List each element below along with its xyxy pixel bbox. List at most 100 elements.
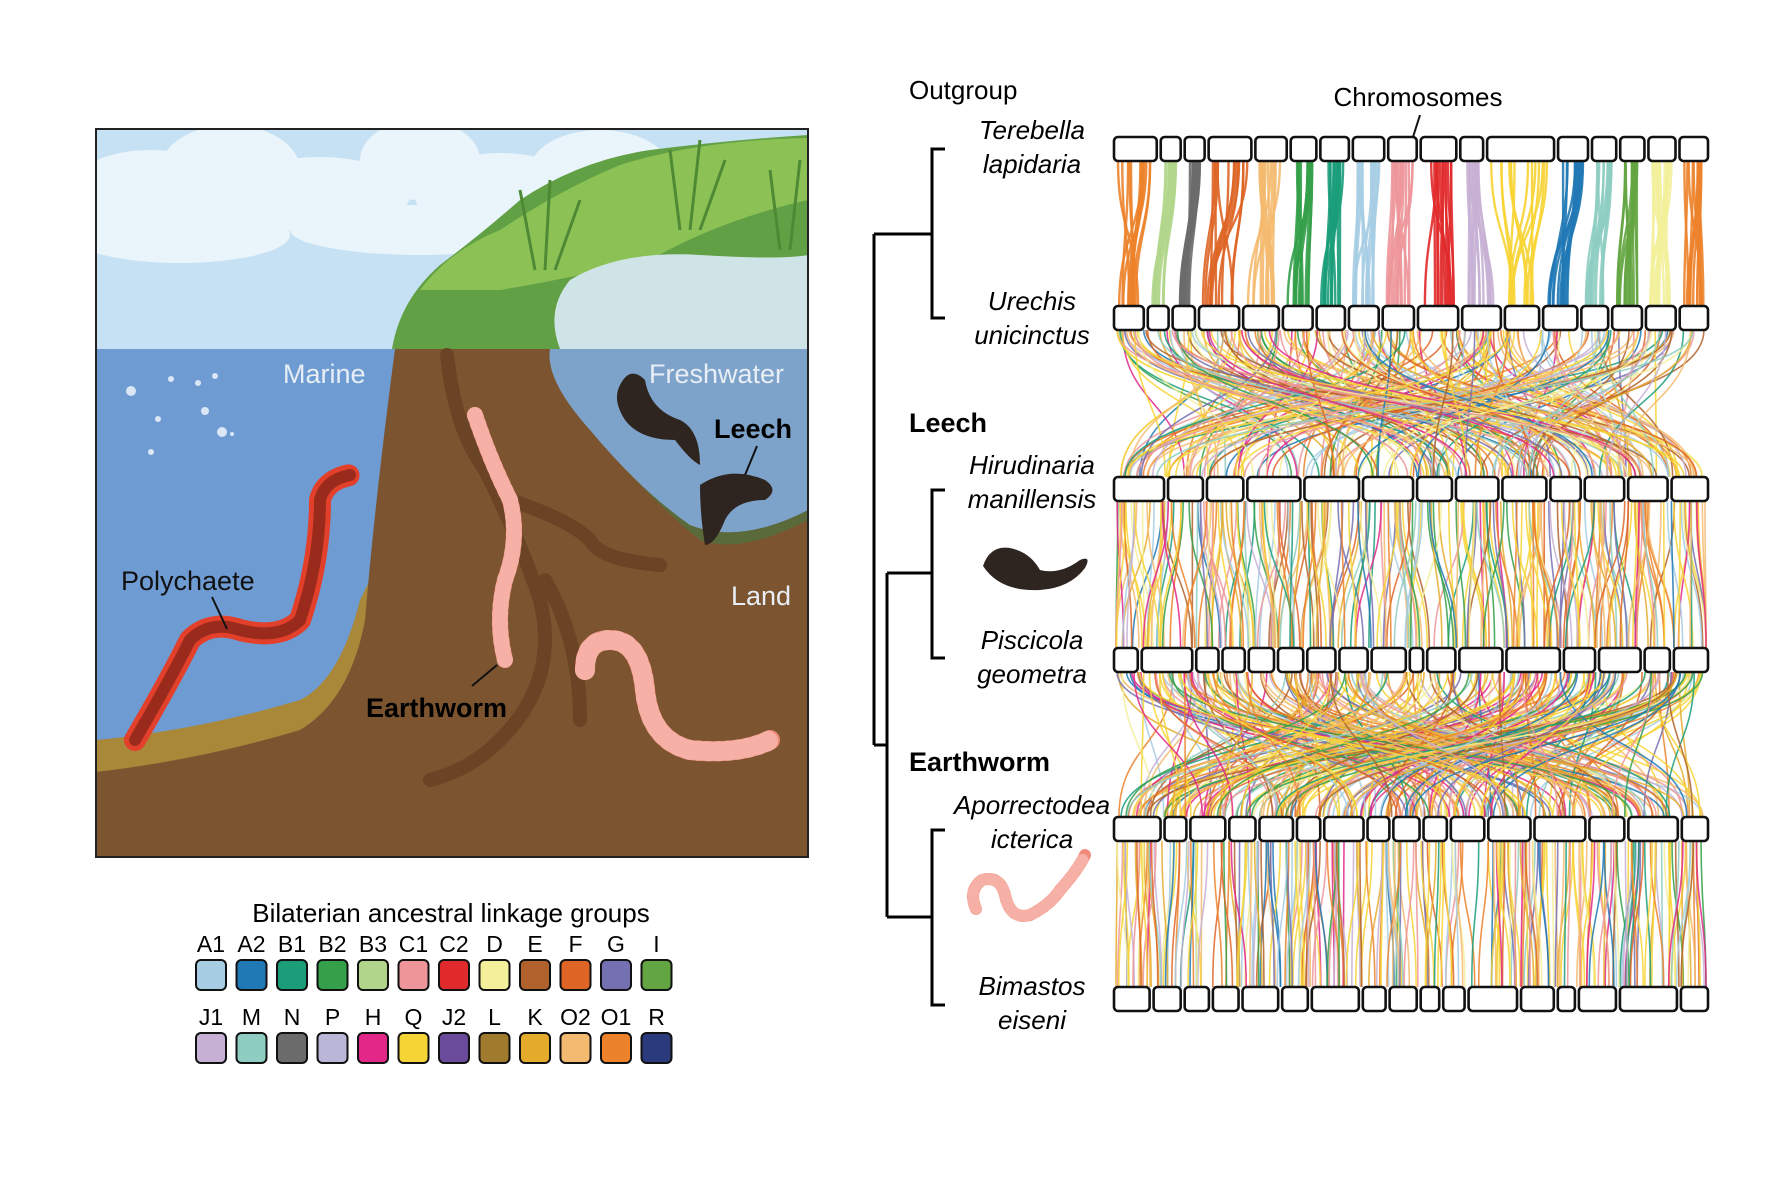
legend-key-k: K [527, 1004, 543, 1030]
synteny-link [1655, 160, 1670, 307]
legend-swatch-f [559, 959, 592, 991]
synteny-link [1643, 840, 1652, 988]
chromosome-box [1454, 475, 1500, 503]
synteny-link [1138, 329, 1254, 478]
synteny-link [1360, 671, 1506, 818]
chromosome-box [1163, 815, 1188, 843]
chromosome-box [1670, 475, 1710, 503]
synteny-link [1340, 500, 1371, 649]
synteny-link [1528, 840, 1531, 988]
legend-swatch-a2 [235, 959, 268, 991]
synteny-link [1449, 671, 1616, 818]
clade-label-earthworm: Earthworm [909, 747, 1050, 777]
synteny-link [1341, 329, 1581, 478]
ribbons-terebella-to-urechis [1116, 160, 1705, 307]
synteny-link [1207, 671, 1359, 818]
synteny-link [1157, 329, 1528, 478]
chromosome-box [1319, 135, 1351, 163]
synteny-link [1377, 329, 1392, 478]
label-land: Land [731, 581, 791, 611]
grass-hill-light [420, 138, 808, 290]
synteny-link [1295, 671, 1502, 818]
synteny-link [1559, 671, 1688, 818]
synteny-link [1355, 500, 1383, 649]
synteny-link [1216, 671, 1470, 818]
synteny-link [1588, 840, 1605, 988]
synteny-link [1294, 160, 1309, 307]
synteny-link [1146, 329, 1634, 478]
synteny-link [1186, 840, 1202, 988]
species-genus-bimastos: Bimastos [979, 971, 1086, 1001]
synteny-link [1197, 840, 1209, 988]
synteny-link [1349, 500, 1371, 649]
chromosome-box [1486, 815, 1532, 843]
synteny-link [1444, 329, 1468, 478]
legend-key-j2: J2 [442, 1004, 466, 1030]
legend-swatch-r [640, 1032, 673, 1064]
chromosome-box [1627, 815, 1680, 843]
chromosome-row-aporrectodea [1112, 815, 1710, 843]
synteny-link [1285, 840, 1299, 988]
synteny-link [1403, 840, 1415, 988]
synteny-link [1543, 329, 1560, 478]
synteny-link [1404, 671, 1602, 818]
chromosome-box [1112, 304, 1146, 332]
synteny-link [1528, 500, 1534, 649]
synteny-link [1559, 160, 1584, 307]
chromosome-box [1140, 646, 1194, 674]
synteny-link [1245, 500, 1276, 649]
synteny-link [1423, 160, 1438, 307]
pond-surface [554, 254, 808, 349]
legend-key-r: R [648, 1004, 665, 1030]
synteny-link [1519, 329, 1650, 478]
synteny-link [1424, 840, 1431, 988]
chromosome-box [1422, 815, 1449, 843]
synteny-link [1305, 840, 1321, 988]
synteny-link [1649, 500, 1676, 649]
synteny-link [1204, 500, 1211, 649]
synteny-link [1387, 160, 1414, 307]
chromosome-box [1644, 304, 1678, 332]
synteny-link [1229, 500, 1246, 649]
synteny-link [1313, 840, 1317, 988]
synteny-link [1600, 500, 1630, 649]
synteny-link [1564, 500, 1596, 649]
synteny-link [1134, 329, 1409, 478]
chromosome-box [1315, 304, 1347, 332]
chromosome-box [1338, 646, 1369, 674]
synteny-link [1173, 671, 1315, 818]
synteny-link [1220, 840, 1234, 988]
synteny-link [1240, 671, 1332, 818]
synteny-link [1433, 840, 1440, 988]
synteny-link [1531, 500, 1559, 649]
synteny-link [1492, 840, 1497, 988]
synteny-link [1596, 840, 1610, 988]
synteny-link [1133, 329, 1166, 478]
synteny-link [1221, 500, 1243, 649]
legend-title: Bilaterian ancestral linkage groups [252, 898, 649, 928]
synteny-link [1133, 500, 1161, 649]
synteny-link [1519, 840, 1535, 988]
synteny-link [1387, 500, 1414, 649]
synteny-link [1536, 500, 1539, 649]
chromosome-box [1562, 646, 1597, 674]
synteny-link [1187, 840, 1199, 988]
synteny-link [1118, 840, 1129, 988]
synteny-link [1133, 329, 1458, 478]
species-epithet-geometra: geometra [977, 659, 1087, 689]
synteny-link [1491, 329, 1661, 478]
synteny-link [1443, 160, 1452, 307]
synteny-link [1223, 840, 1228, 988]
synteny-link [1511, 160, 1537, 307]
synteny-link [1651, 160, 1655, 307]
synteny-link [1260, 671, 1515, 818]
synteny-link [1658, 671, 1670, 818]
chromosome-box [1610, 304, 1644, 332]
synteny-link [1121, 329, 1186, 478]
synteny-link [1329, 671, 1393, 818]
synteny-link [1326, 840, 1338, 988]
synteny-link [1568, 500, 1590, 649]
synteny-link [1121, 671, 1155, 818]
synteny-link [1327, 160, 1337, 307]
synteny-link [1129, 160, 1142, 307]
